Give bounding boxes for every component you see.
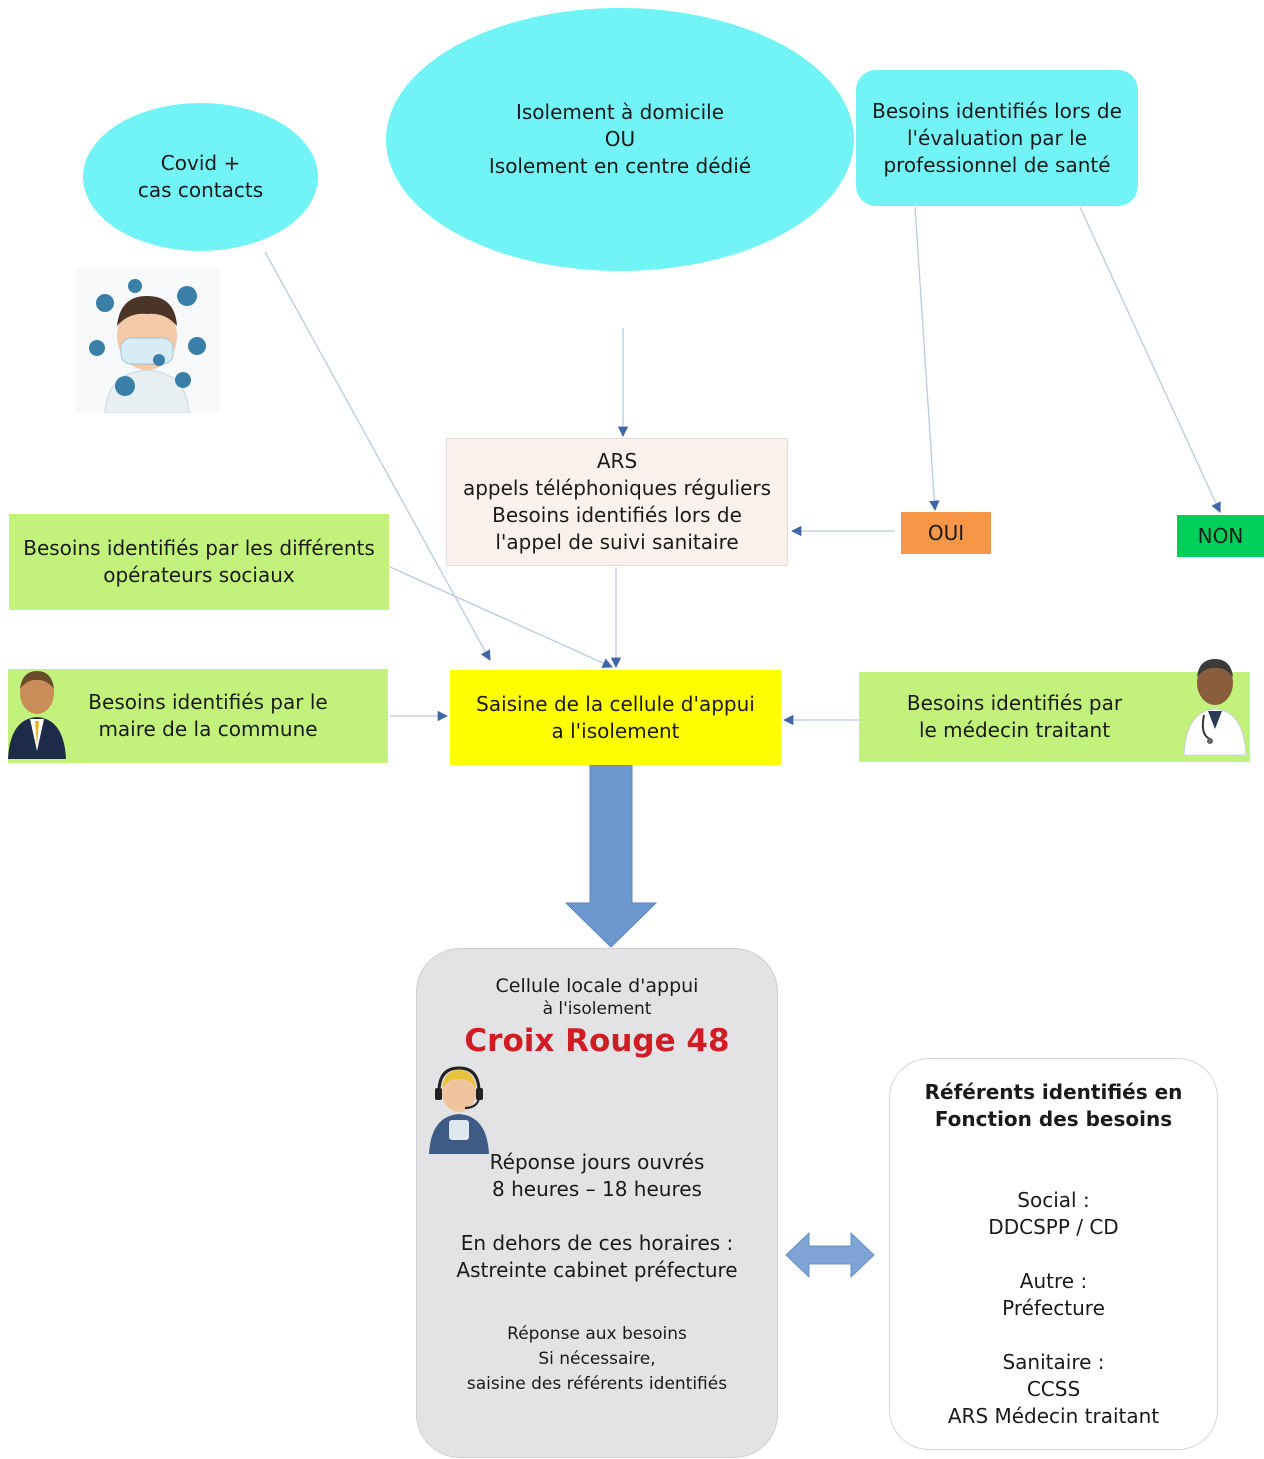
node-text: Saisine de la cellule d'appui [476,691,755,716]
node-text: l'appel de suivi sanitaire [495,530,739,554]
referents-box: Référents identifiés en Fonction des bes… [889,1058,1218,1450]
cellule-locale-box: Cellule locale d'appui à l'isolement Cro… [416,948,778,1458]
node-text: ARS [596,449,638,473]
node-text: Besoins identifiés lors de [872,98,1122,123]
covid-cas-contacts-ellipse: Covid + cas contacts [83,103,318,251]
referents-sanitaire: CCSS [1026,1377,1081,1401]
node-text: Isolement en centre dédié [488,154,752,178]
non-box: NON [1177,515,1264,557]
cellule-response: Si nécessaire, [538,1349,656,1369]
edge-evaluation-to-non [1079,206,1221,513]
edge-operateurs-to-saisine [389,566,613,668]
headset-operator-icon [425,1062,493,1154]
referents-social: Social : [1017,1188,1090,1212]
croix-rouge-brand: Croix Rouge 48 [464,1023,730,1059]
maire-commune-box: Besoins identifiés par le maire de la co… [8,669,388,763]
edge-covid-to-saisine [264,251,491,661]
isolement-ellipse: Isolement à domicile OU Isolement en cen… [386,8,854,271]
oui-label: OUI [927,520,965,545]
node-text: OU [604,127,636,151]
cellule-hours: 8 heures – 18 heures [492,1177,702,1201]
cellule-off-hours: Astreinte cabinet préfecture [456,1258,738,1282]
cellule-off-hours: En dehors de ces horaires : [460,1231,734,1255]
referents-autre: Autre : [1019,1269,1088,1293]
node-text: le médecin traitant [918,718,1111,742]
cellule-response: Réponse aux besoins [507,1324,687,1344]
cellule-heading: Cellule locale d'appui [495,975,699,997]
businessman-avatar-icon [6,667,68,759]
node-text: l'évaluation par le [907,125,1087,150]
referents-heading: Fonction des besoins [934,1107,1173,1131]
node-text: Besoins identifiés par [906,691,1123,715]
doctor-stethoscope-icon [1180,655,1250,756]
non-label: NON [1197,523,1244,548]
referents-social: DDCSPP / CD [988,1215,1119,1239]
node-text: professionnel de santé [883,152,1111,177]
referents-autre: Préfecture [1002,1296,1105,1320]
big-down-arrow [564,764,658,948]
edge-evaluation-to-oui [914,206,940,512]
node-text: Besoins identifiés lors de [492,503,742,527]
node-text: Besoins identifiés par le [88,690,328,714]
oui-box: OUI [901,512,991,554]
referents-sanitaire: Sanitaire : [1002,1350,1105,1374]
node-text: maire de la commune [98,717,318,741]
node-text: a l'isolement [551,718,680,743]
node-text: Covid + [160,151,241,175]
saisine-cellule-box: Saisine de la cellule d'appui a l'isolem… [450,670,781,765]
referents-heading: Référents identifiés en [924,1080,1183,1104]
node-text: Isolement à domicile [515,100,725,124]
evaluation-professionnel-box: Besoins identifiés lors de l'évaluation … [856,70,1138,206]
operateurs-sociaux-box: Besoins identifiés par les différents op… [9,514,389,610]
node-text: opérateurs sociaux [103,563,295,587]
referents-sanitaire: ARS Médecin traitant [947,1404,1160,1428]
node-text: appels téléphoniques réguliers [462,476,772,500]
ars-box: ARS appels téléphoniques réguliers Besoi… [446,438,788,566]
node-text: cas contacts [137,178,264,202]
double-arrow [785,1231,875,1279]
masked-person-with-viruses-icon [75,268,220,414]
node-text: Besoins identifiés par les différents [23,536,375,560]
cellule-heading: à l'isolement [542,999,652,1019]
cellule-hours: Réponse jours ouvrés [489,1150,705,1174]
cellule-response: saisine des référents identifiés [466,1374,728,1394]
